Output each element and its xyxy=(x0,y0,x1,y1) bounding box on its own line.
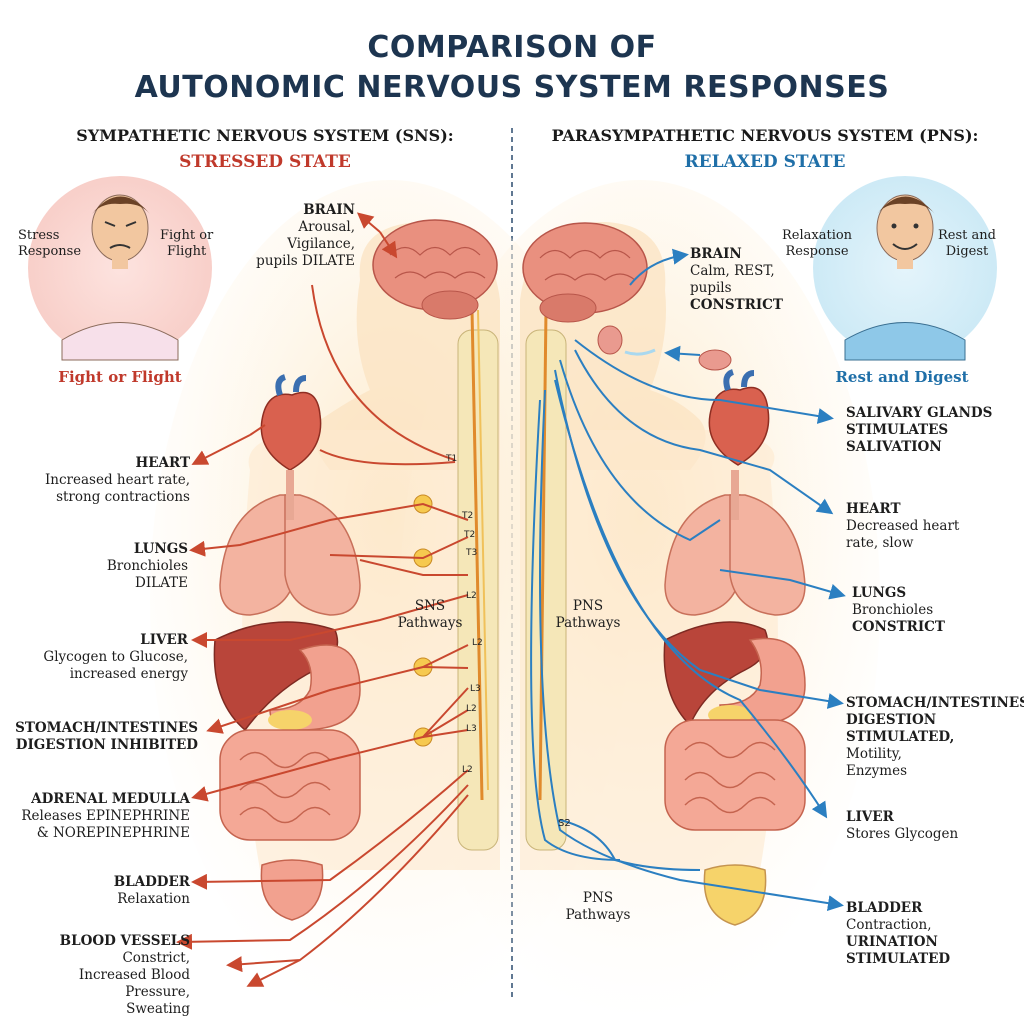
sns-brain-icon xyxy=(372,219,498,320)
sns-state: STRESSED STATE xyxy=(179,152,351,172)
sns-segment-label: L3 xyxy=(470,684,481,694)
pns-salivary-gland-icon xyxy=(597,325,732,371)
pns-avatar xyxy=(813,176,997,361)
sns-bladder-icon xyxy=(260,859,324,921)
pns-state: RELAXED STATE xyxy=(684,152,846,172)
sns-segment-label: T2 xyxy=(462,511,474,521)
pns-heading: PARASYMPATHETIC NERVOUS SYSTEM (PNS): xyxy=(551,126,979,145)
pns-avatar-caption: Rest and Digest xyxy=(835,368,969,386)
sns-pathway-arrows xyxy=(176,212,469,987)
pns-lungs-icon xyxy=(664,470,806,616)
sns-heart-icon xyxy=(260,374,322,471)
sns-segment-label: L3 xyxy=(466,724,477,734)
sns-intestines-icon xyxy=(219,729,361,841)
pns-pathway-arrows xyxy=(530,248,846,912)
sns-spinal-column xyxy=(457,309,499,851)
sns-segment-label: L2 xyxy=(472,638,483,648)
sns-segment-label: T1 xyxy=(446,454,458,464)
sns-segment-label: L2 xyxy=(466,704,477,714)
sns-segment-label: T3 xyxy=(466,548,478,558)
pns-heart-icon xyxy=(708,369,770,466)
sns-segment-label: L2 xyxy=(466,591,477,601)
page-title-line2: AUTONOMIC NERVOUS SYSTEM RESPONSES xyxy=(134,70,890,105)
sns-avatar-caption: Fight or Flight xyxy=(58,368,182,386)
pns-segment-label: S2 xyxy=(558,818,571,829)
sns-segment-label: T2 xyxy=(464,530,476,540)
sns-segment-label: L2 xyxy=(462,765,473,775)
sns-lungs-icon xyxy=(219,470,361,616)
sns-heading: SYMPATHETIC NERVOUS SYSTEM (SNS): xyxy=(76,126,454,145)
page-title-line1: COMPARISON OF xyxy=(367,30,657,65)
pns-brain-icon xyxy=(522,222,648,323)
pns-bladder-icon xyxy=(703,864,767,926)
sns-avatar xyxy=(28,176,212,361)
pns-intestines-icon xyxy=(664,719,806,831)
sns-stomach-icon xyxy=(268,644,361,731)
pns-liver-icon xyxy=(663,621,769,727)
